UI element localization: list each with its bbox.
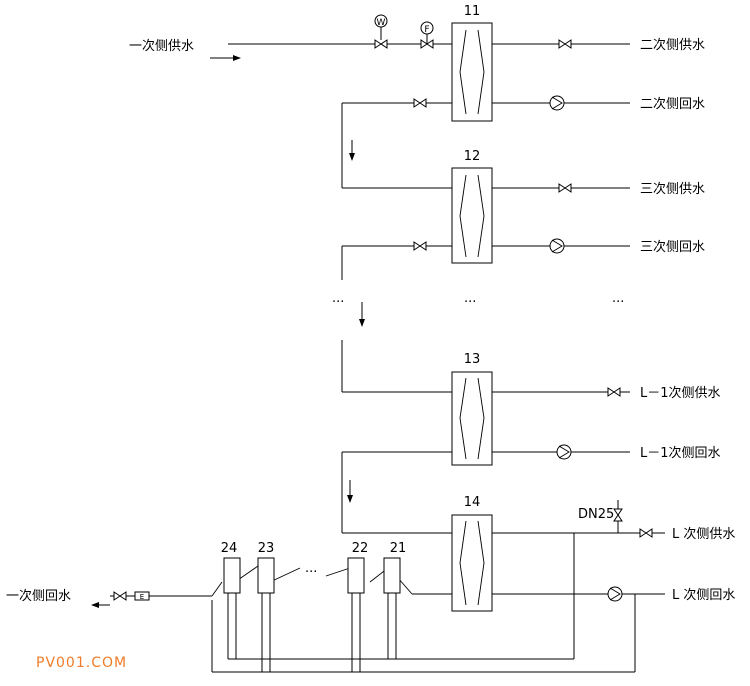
svg-text:W: W (377, 18, 386, 28)
exchanger-label-12: 12 (464, 149, 481, 164)
heater-24-lead (211, 581, 223, 597)
label-sec-return-l1: L－1次侧回水 (640, 445, 721, 461)
heater-label-23: 23 (258, 541, 275, 556)
ellipsis-heaters: ··· (305, 565, 317, 580)
label-sec-return-2: 二次侧回水 (640, 96, 705, 112)
pump-icon (607, 586, 623, 602)
label-sec-return-l: L 次侧回水 (672, 587, 735, 603)
label-primary-return: 一次侧回水 (6, 588, 71, 604)
heat-exchanger-13 (451, 371, 493, 466)
label-sec-supply-2: 二次侧供水 (640, 37, 705, 53)
svg-text:E: E (140, 593, 144, 601)
valve-icon (413, 98, 427, 108)
heat-exchanger-12 (451, 167, 493, 264)
heater-label-21: 21 (390, 541, 407, 556)
heater-23 (257, 557, 275, 594)
valve-icon (413, 241, 427, 251)
valve-icon (607, 387, 621, 397)
heat-exchanger-14 (451, 514, 493, 612)
pump-icon (549, 238, 565, 254)
ellipsis-left: ··· (332, 295, 344, 310)
valve-icon (374, 39, 388, 49)
ellipsis-center: ··· (464, 295, 476, 310)
heater-22 (347, 557, 365, 594)
valve-icon (558, 183, 572, 193)
heater-24 (223, 557, 241, 594)
control-valve-icon (420, 30, 434, 49)
watermark: PV001.COM (36, 655, 127, 671)
pressure-gauge-icon: W (374, 14, 388, 40)
exchanger-label-13: 13 (464, 352, 481, 367)
dn25-label: DN25 (578, 507, 614, 522)
exchanger-label-14: 14 (464, 495, 481, 510)
heater-label-24: 24 (221, 541, 238, 556)
heat-exchanger-11 (451, 22, 493, 122)
heater-label-22: 22 (352, 541, 369, 556)
pump-icon (556, 444, 572, 460)
label-sec-supply-3: 三次侧供水 (640, 181, 705, 197)
strainer-icon: E (134, 591, 150, 601)
pump-icon (549, 95, 565, 111)
label-primary-supply: 一次侧供水 (129, 38, 194, 54)
label-sec-supply-l: L 次侧供水 (672, 526, 735, 542)
valve-icon (639, 528, 653, 538)
heater-chain-23-dots (269, 567, 301, 583)
valve-icon (558, 39, 572, 49)
valve-icon (113, 591, 127, 601)
svg-text:F: F (424, 25, 429, 35)
heater-21 (383, 557, 401, 594)
dn25-valve-icon (613, 508, 623, 522)
ellipsis-right: ··· (612, 295, 624, 310)
exchanger-label-11: 11 (464, 4, 481, 19)
flow-meter-icon: F (420, 21, 434, 35)
label-sec-return-3: 三次侧回水 (640, 239, 705, 255)
label-sec-supply-l1: L－1次侧供水 (640, 385, 721, 401)
